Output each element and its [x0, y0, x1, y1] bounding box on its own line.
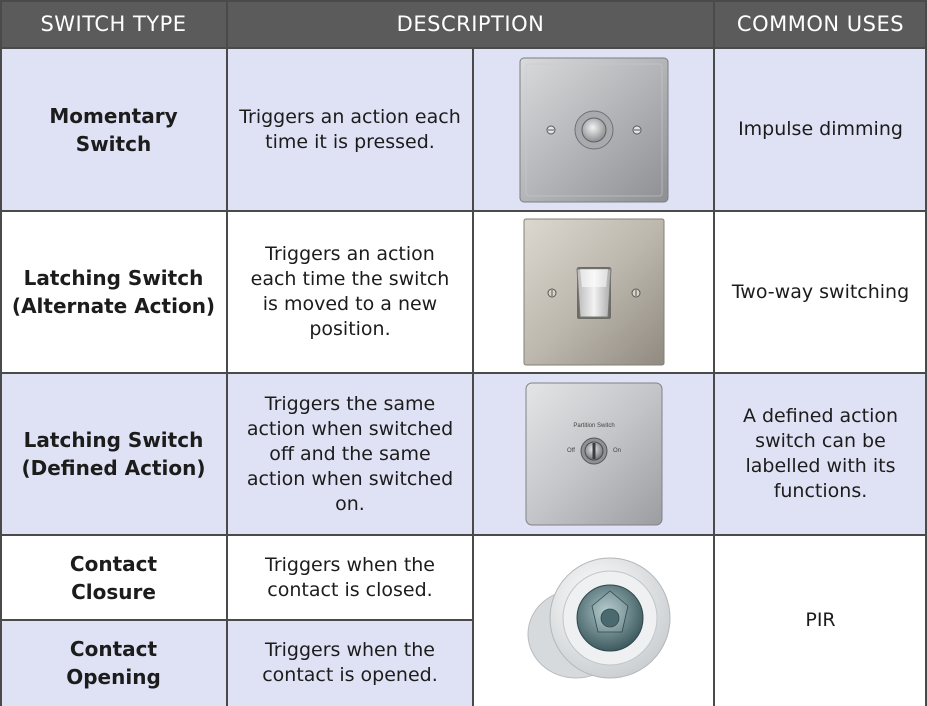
grid-line-left: [0, 0, 2, 706]
row-3-description: Triggers the same action when switched o…: [227, 373, 473, 535]
grid-line-row-3: [0, 534, 927, 536]
grid-line-col-2: [472, 48, 474, 706]
row-2-use-text: Two-way switching: [731, 280, 910, 303]
row-3-description-text: Triggers the same action when switched o…: [246, 392, 454, 515]
row-3-type: Latching Switch (Defined Action): [0, 373, 227, 535]
grid-line-top: [0, 0, 927, 2]
header-description-label: DESCRIPTION: [396, 12, 545, 36]
plate-off-text: Off: [567, 448, 575, 454]
plate-title-text: Partition Switch: [573, 423, 614, 429]
row-5-type: Contact Opening: [0, 620, 227, 706]
contact-use-text: PIR: [805, 609, 836, 631]
row-5-type-text: Contact Opening: [66, 637, 161, 689]
row-1-description: Triggers an action each time it is press…: [227, 48, 473, 211]
grid-line-row-1: [0, 210, 927, 212]
row-2-type: Latching Switch (Alternate Action): [0, 211, 227, 373]
row-4-description: Triggers when the contact is closed.: [227, 535, 473, 620]
row-4-type: Contact Closure: [0, 535, 227, 620]
contact-image-cell: [473, 535, 714, 706]
row-1-type-text: Momentary Switch: [49, 103, 178, 156]
grid-line-row-4: [0, 619, 473, 621]
row-3-type-text: Latching Switch (Defined Action): [21, 428, 206, 480]
row-2-use: Two-way switching: [714, 211, 927, 373]
row-2-type-text: Latching Switch (Alternate Action): [11, 266, 216, 318]
row-1-use-text: Impulse dimming: [738, 118, 903, 140]
header-common-uses: COMMON USES: [714, 0, 927, 48]
row-5-description-text: Triggers when the contact is opened.: [262, 639, 438, 686]
row-1-type: Momentary Switch: [0, 48, 227, 211]
plate-on-text: On: [612, 448, 620, 454]
row-1-image-cell: [473, 48, 714, 211]
header-description: DESCRIPTION: [227, 0, 714, 48]
row-2-description: Triggers an action each time the switch …: [227, 211, 473, 373]
header-switch-type: SWITCH TYPE: [0, 0, 227, 48]
grid-line-row-2: [0, 372, 927, 374]
momentary-switch-image: [519, 57, 668, 202]
row-2-image-cell: [473, 211, 714, 373]
row-3-use-text: A defined action switch can be labelled …: [742, 405, 899, 502]
row-5-description: Triggers when the contact is opened.: [227, 620, 473, 706]
header-common-uses-label: COMMON USES: [736, 12, 905, 36]
grid-line-col-3: [713, 0, 715, 706]
row-1-description-text: Triggers an action each time it is press…: [239, 105, 461, 153]
row-3-use: A defined action switch can be labelled …: [714, 373, 927, 535]
grid-line-header: [0, 47, 927, 49]
row-3-image-cell: Partition Switch Off On: [473, 373, 714, 535]
grid-line-col-1: [226, 0, 228, 706]
row-4-description-text: Triggers when the contact is closed.: [265, 553, 435, 601]
header-switch-type-label: SWITCH TYPE: [40, 12, 187, 36]
contact-use: PIR: [714, 535, 927, 706]
key-switch-image: Partition Switch Off On: [525, 382, 662, 526]
row-1-use: Impulse dimming: [714, 48, 927, 211]
pir-sensor-image: [527, 557, 670, 678]
grid-line-right: [925, 0, 927, 706]
latching-toggle-switch-image: [523, 218, 664, 366]
row-4-type-text: Contact Closure: [69, 551, 158, 604]
row-2-description-text: Triggers an action each time the switch …: [250, 243, 450, 340]
